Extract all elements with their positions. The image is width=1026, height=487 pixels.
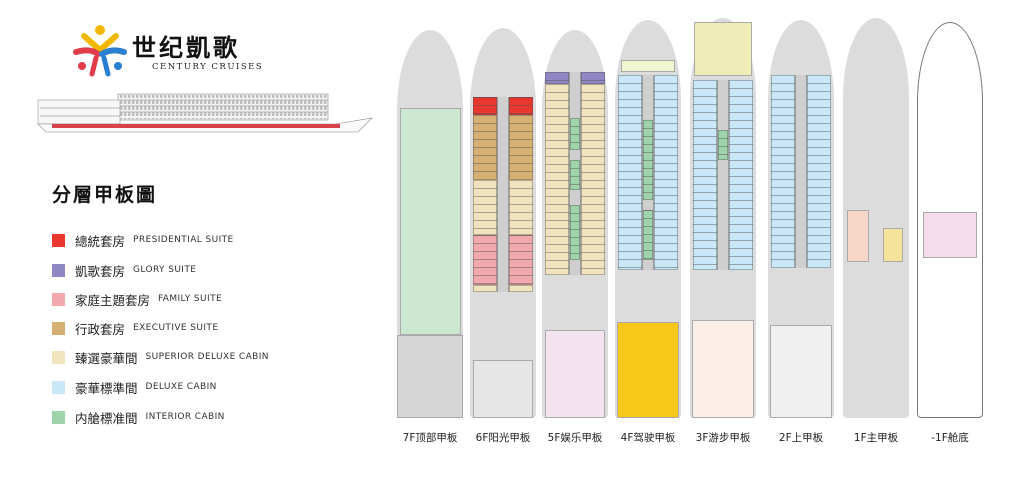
cabin-block-right[interactable] bbox=[509, 97, 533, 115]
legend-label-cn: 臻選豪華間 bbox=[75, 350, 138, 366]
deck-plan-1[interactable] bbox=[397, 0, 463, 420]
yellow-area bbox=[883, 228, 903, 262]
deck-label: 5F娱乐甲板 bbox=[547, 432, 603, 444]
legend-label-cn: 行政套房 bbox=[75, 321, 126, 337]
interior-cabin-block[interactable] bbox=[570, 205, 580, 260]
deck-plan-2[interactable] bbox=[470, 0, 536, 420]
cabin-block-left[interactable] bbox=[618, 75, 642, 270]
interior-cabin-block[interactable] bbox=[718, 130, 728, 160]
legend-swatch bbox=[52, 350, 65, 364]
cabin-block-left[interactable] bbox=[771, 75, 795, 268]
deck-label: 6F阳光甲板 bbox=[475, 432, 531, 444]
legend-swatch bbox=[52, 233, 65, 247]
legend-label-en: EXECUTIVE SUITE bbox=[133, 323, 219, 333]
logo-chinese-text: 世纪凱歌 bbox=[132, 33, 240, 62]
cabin-block-right[interactable] bbox=[729, 80, 753, 270]
interior-cabin-block[interactable] bbox=[643, 120, 653, 200]
cabin-block-left[interactable] bbox=[473, 115, 497, 180]
legend-item: 家庭主題套房 FAMILY SUITE bbox=[52, 291, 223, 308]
legend-swatch bbox=[52, 380, 65, 394]
cabin-block-right[interactable] bbox=[509, 180, 533, 235]
interior-cabin-block[interactable] bbox=[643, 210, 653, 260]
corridor bbox=[717, 80, 729, 270]
legend-label-cn: 總統套房 bbox=[75, 233, 126, 249]
deck-plan-3[interactable] bbox=[542, 0, 608, 420]
cabin-block-left[interactable] bbox=[693, 80, 717, 270]
deck-label: 7F顶部甲板 bbox=[402, 432, 458, 444]
deck-label: -1F舱底 bbox=[931, 432, 969, 444]
green-area bbox=[400, 108, 461, 335]
legend-item: 内艙標准間 INTERIOR CABIN bbox=[52, 409, 225, 426]
corridor bbox=[497, 97, 509, 292]
legend-swatch bbox=[52, 263, 65, 277]
cabin-block-right[interactable] bbox=[807, 75, 831, 268]
legend-label-en: INTERIOR CABIN bbox=[145, 412, 225, 422]
aft-area bbox=[770, 325, 832, 418]
deck-plan-5[interactable] bbox=[690, 0, 756, 420]
interior-cabin-block[interactable] bbox=[570, 118, 580, 150]
logo-english-text: CENTURY CRUISES bbox=[152, 62, 264, 72]
deck-label: 2F上甲板 bbox=[778, 432, 824, 444]
legend-label-cn: 家庭主題套房 bbox=[75, 292, 151, 308]
cabin-block-right[interactable] bbox=[509, 285, 533, 292]
legend-item: 臻選豪華間 SUPERIOR DELUXE CABIN bbox=[52, 349, 269, 366]
legend-swatch bbox=[52, 321, 65, 335]
cabin-block-left[interactable] bbox=[545, 72, 569, 84]
cabin-block-left[interactable] bbox=[473, 97, 497, 115]
legend-item: 凱歌套房 GLORY SUITE bbox=[52, 262, 197, 279]
legend-label-cn: 凱歌套房 bbox=[75, 263, 126, 279]
legend-label-en: FAMILY SUITE bbox=[158, 294, 223, 304]
deck-plan-8[interactable] bbox=[917, 0, 983, 420]
page-title: 分層甲板圖 bbox=[52, 184, 158, 206]
cabin-block-right[interactable] bbox=[581, 72, 605, 84]
pink-area bbox=[923, 212, 977, 258]
legend-item: 豪華標準間 DELUXE CABIN bbox=[52, 379, 217, 396]
legend-label-en: GLORY SUITE bbox=[133, 265, 197, 275]
sun-area bbox=[473, 360, 533, 418]
deck-label: 1F主甲板 bbox=[853, 432, 899, 444]
cabin-block-right[interactable] bbox=[509, 235, 533, 285]
cabin-block-left[interactable] bbox=[545, 84, 569, 275]
deck-label: 3F游步甲板 bbox=[695, 432, 751, 444]
legend-item: 行政套房 EXECUTIVE SUITE bbox=[52, 320, 219, 337]
forward-lounge bbox=[694, 22, 752, 76]
century-cruises-logo: 世纪凱歌 CENTURY CRUISES bbox=[72, 22, 272, 78]
cabin-block-right[interactable] bbox=[509, 115, 533, 180]
ship-profile-illustration bbox=[37, 93, 373, 133]
legend-item: 總統套房 PRESIDENTIAL SUITE bbox=[52, 232, 234, 249]
deck-label: 4F驾驶甲板 bbox=[620, 432, 676, 444]
cabin-block-right[interactable] bbox=[654, 75, 678, 270]
bridge-area bbox=[617, 322, 679, 418]
legend-label-cn: 豪華標準間 bbox=[75, 380, 138, 396]
cabin-block-left[interactable] bbox=[473, 235, 497, 285]
pink-area bbox=[847, 210, 869, 262]
legend-label-en: DELUXE CABIN bbox=[145, 382, 217, 392]
legend-label-en: PRESIDENTIAL SUITE bbox=[133, 235, 234, 245]
corridor bbox=[795, 75, 807, 268]
legend-label-cn: 内艙標准間 bbox=[75, 410, 138, 426]
deck-plan-7[interactable] bbox=[843, 0, 909, 420]
entertainment-area bbox=[545, 330, 605, 418]
logo-mark-icon bbox=[73, 25, 127, 77]
legend-swatch bbox=[52, 410, 65, 424]
legend-label-en: SUPERIOR DELUXE CABIN bbox=[145, 352, 269, 362]
aft-area bbox=[397, 335, 463, 418]
cabin-block-right[interactable] bbox=[581, 84, 605, 275]
cabin-block-left[interactable] bbox=[473, 180, 497, 235]
top-area bbox=[621, 60, 675, 72]
deck-plan-4[interactable] bbox=[615, 0, 681, 420]
legend-swatch bbox=[52, 292, 65, 306]
cabin-block-left[interactable] bbox=[473, 285, 497, 292]
deck-plan-6[interactable] bbox=[768, 0, 834, 420]
interior-cabin-block[interactable] bbox=[570, 160, 580, 190]
promenade-area bbox=[692, 320, 754, 418]
